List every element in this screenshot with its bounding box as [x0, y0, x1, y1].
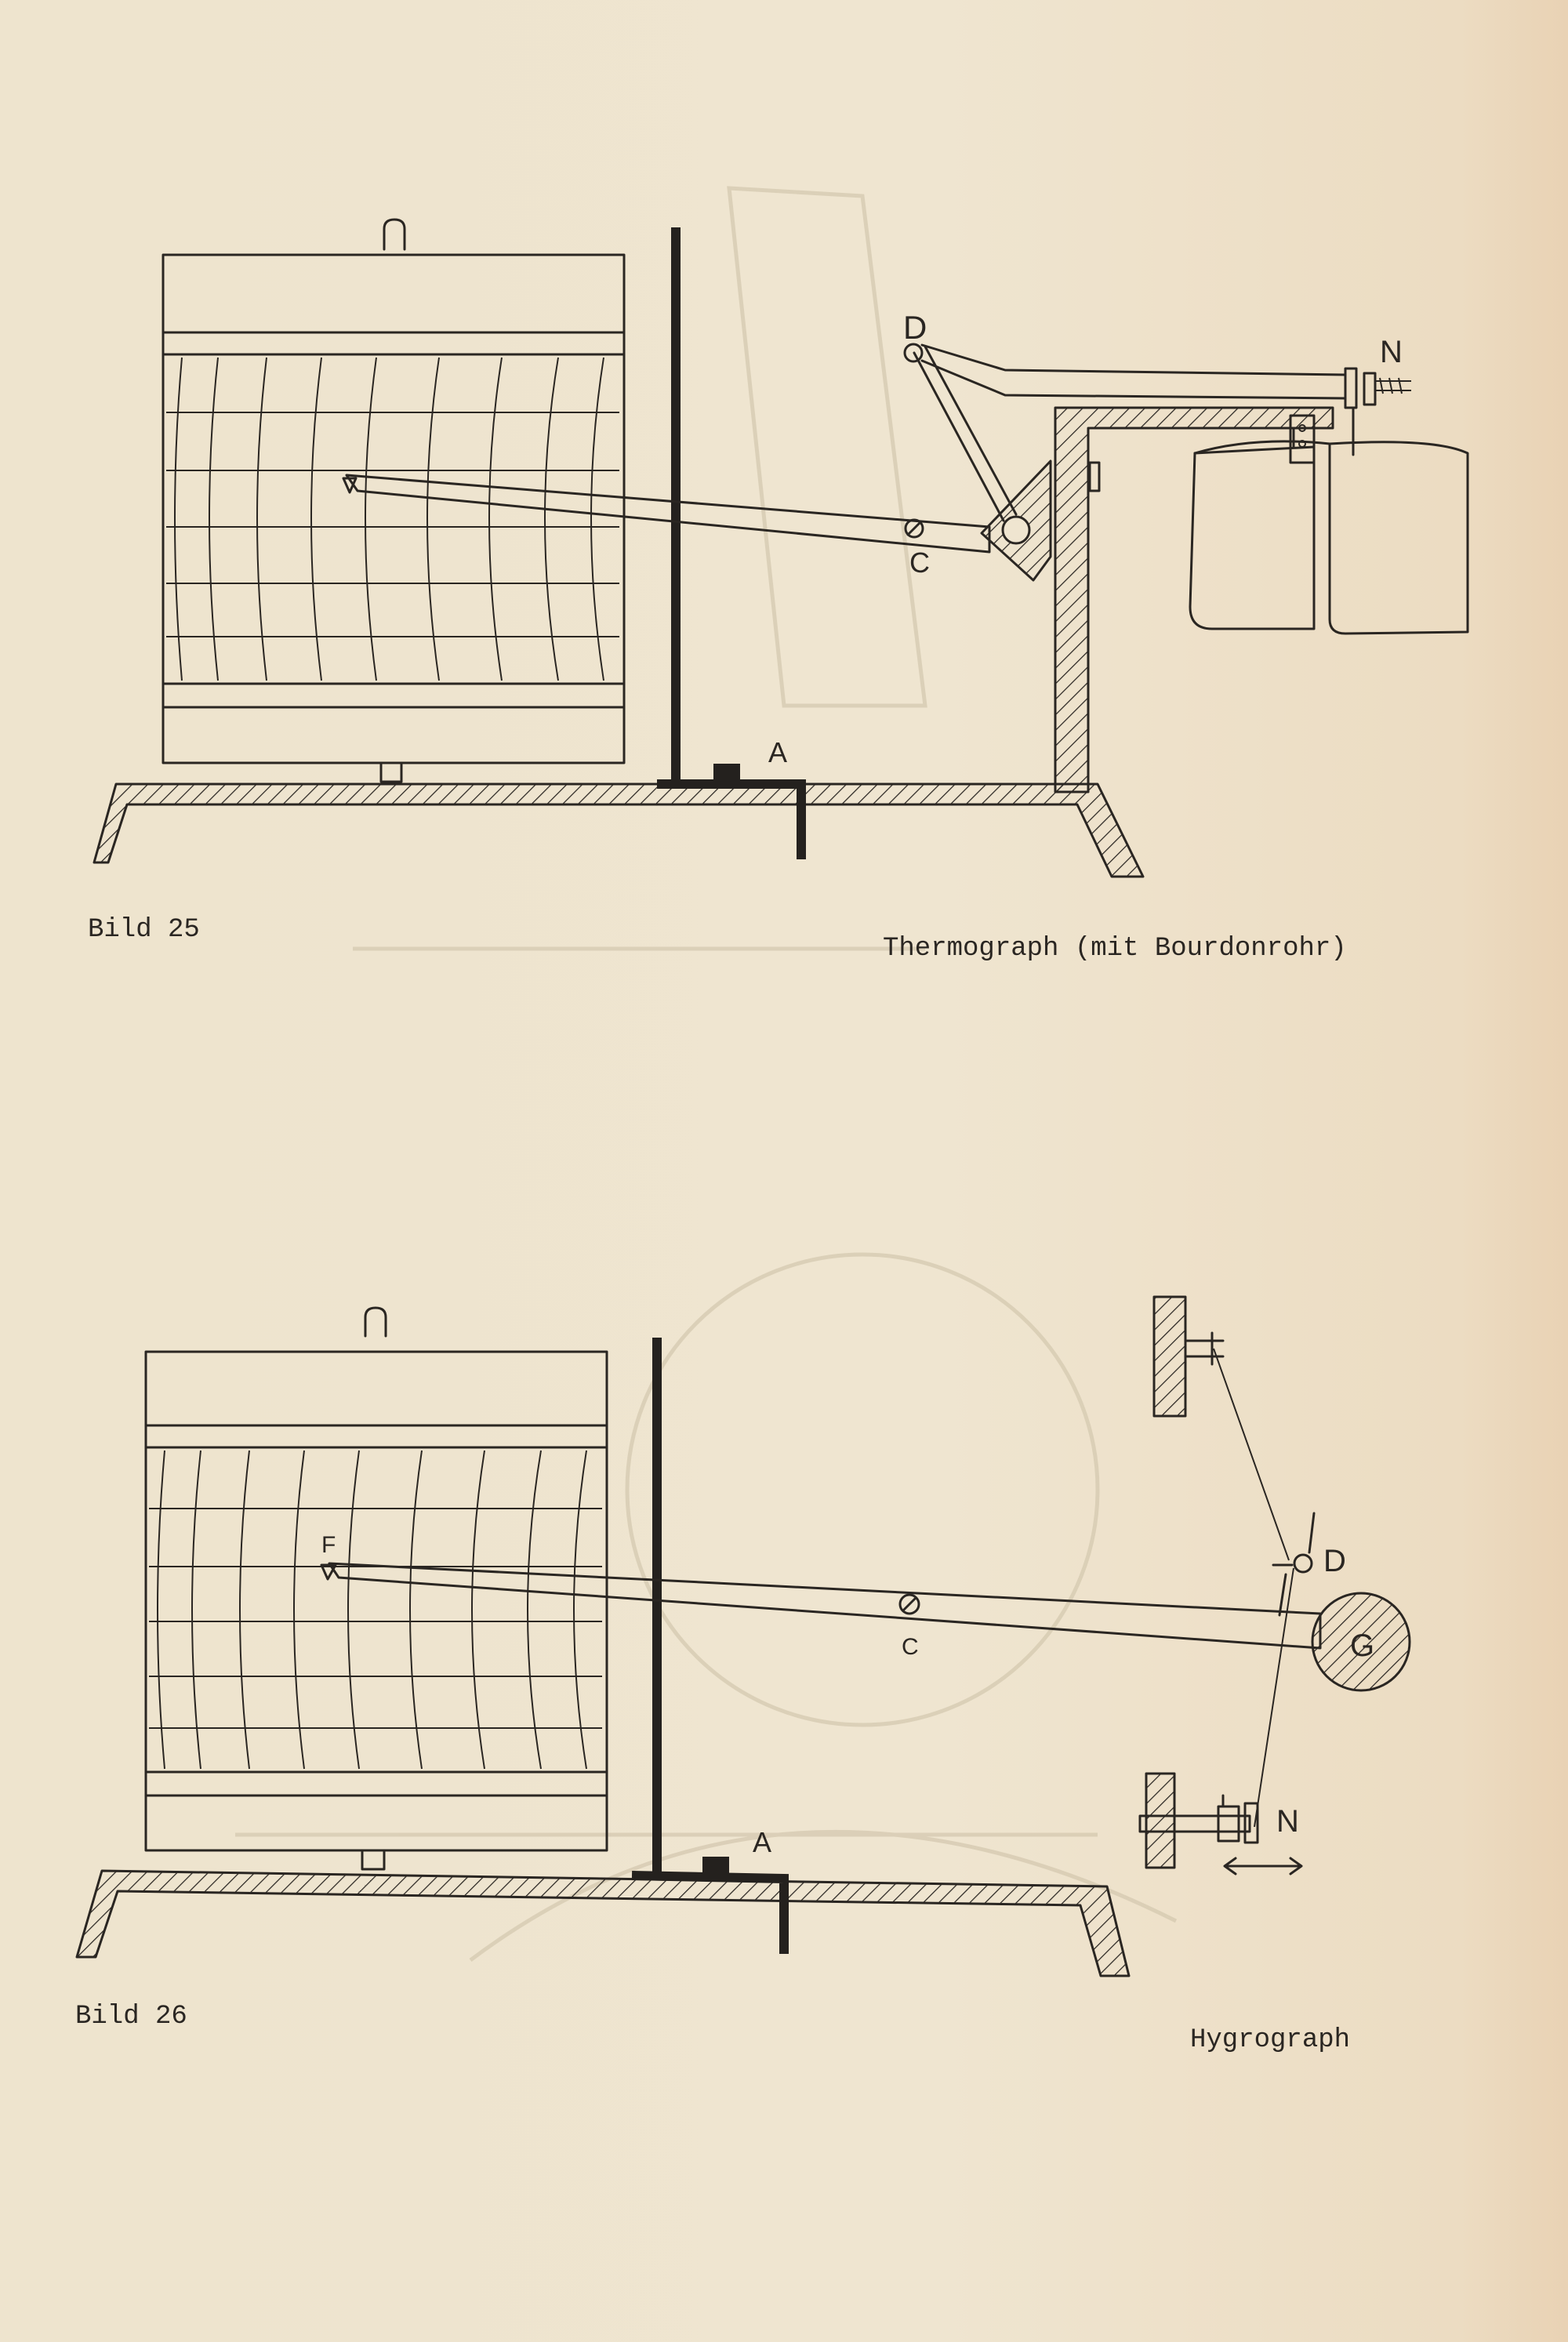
figure2-number: Bild 26	[75, 2002, 187, 2032]
chart-grid	[166, 357, 619, 681]
label-a-2: A	[753, 1826, 771, 1858]
adjust-arrow	[1223, 1857, 1303, 1875]
figure1-caption: Thermograph (mit Bourdonrohr)	[883, 934, 1347, 964]
label-g: G	[1350, 1629, 1374, 1663]
instrument-frame	[1054, 406, 1334, 793]
label-n: N	[1380, 335, 1403, 369]
label-c-2: C	[902, 1634, 919, 1660]
pen-arm-2	[328, 1562, 1322, 1650]
lower-mount	[1145, 1772, 1176, 1869]
upper-mount	[1152, 1295, 1187, 1418]
hygrograph-diagram: F C D G N A Bild 26 Hygrograph	[75, 1295, 1411, 2055]
bleed-through	[235, 186, 1178, 1963]
label-d-2: D	[1323, 1544, 1346, 1578]
label-d: D	[903, 309, 927, 346]
instrument-base-2	[75, 1869, 1131, 1977]
pen-arm	[345, 474, 991, 554]
label-f: F	[321, 1532, 336, 1558]
label-n-2: N	[1276, 1804, 1299, 1839]
instrument-base	[93, 782, 1145, 878]
label-c: C	[909, 546, 930, 579]
hair-weight-g	[1311, 1592, 1411, 1692]
label-a: A	[768, 736, 787, 768]
bourdon-tube-container	[1189, 440, 1469, 635]
figure2-caption: Hygrograph	[1190, 2025, 1350, 2055]
figure1-number: Bild 25	[88, 915, 200, 945]
chart-grid-2	[149, 1450, 602, 1770]
thermograph-diagram: D N C A Bild 25 Thermograph (mit Bourdon…	[88, 218, 1469, 964]
